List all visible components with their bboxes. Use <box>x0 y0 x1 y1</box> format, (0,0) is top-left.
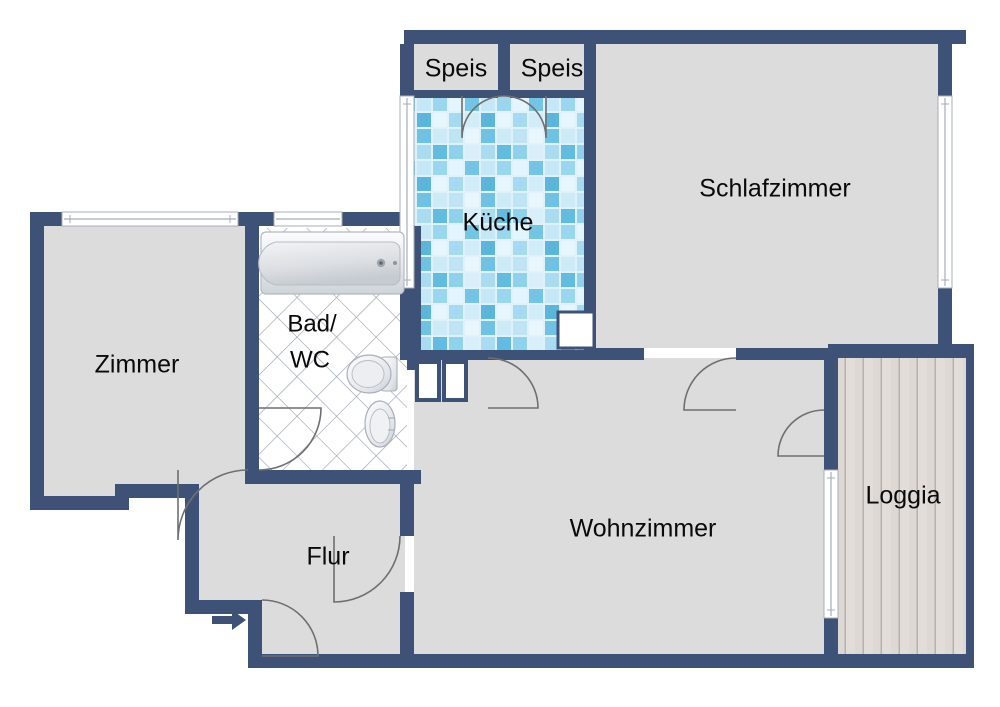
loggia-floor <box>838 358 966 654</box>
win-zimmer-north <box>61 211 239 227</box>
room-label-loggia: Loggia <box>865 482 940 510</box>
wall-flur-entry-v <box>248 600 262 664</box>
room-label-wohnzimmer: Wohnzimmer <box>570 515 717 543</box>
room-label-zimmer: Zimmer <box>95 351 180 379</box>
door-arcs <box>177 95 825 657</box>
win-schlaf-east <box>937 95 953 289</box>
shafts <box>415 310 596 402</box>
shaft-bad-east-a <box>415 360 441 402</box>
bathtub-icon <box>258 231 405 295</box>
wall-north-outer <box>404 30 966 44</box>
speis-1-floor <box>414 44 498 96</box>
door-wohnzimmer <box>333 535 401 603</box>
wall-flur-west <box>185 484 199 614</box>
wall-kueche-east <box>584 96 596 350</box>
wall-speis-divider <box>498 44 510 96</box>
wall-kueche-south <box>400 350 596 360</box>
room-label-speis-1: Speis <box>425 55 488 83</box>
door-schlaf <box>683 357 737 411</box>
toilet-icon <box>346 354 398 394</box>
wall-schlaf-south-b <box>736 348 838 360</box>
room-label-flur: Flur <box>306 543 349 571</box>
wall-kueche-west-top <box>400 44 414 96</box>
wall-speis-south-b <box>510 90 594 98</box>
door-speis-1 <box>461 95 505 139</box>
door-entry <box>261 599 319 657</box>
door-speis-2 <box>503 95 547 139</box>
wall-south-zimmer <box>30 496 129 510</box>
wall-schlaf-south-a <box>596 348 644 360</box>
kueche-floor <box>414 96 584 350</box>
win-bad-north <box>273 211 343 227</box>
wall-speis-east <box>584 44 596 98</box>
wall-east-schlaf-lower <box>938 288 952 358</box>
wall-bad-south <box>245 470 421 484</box>
wall-loggia-north <box>828 344 972 358</box>
wall-wohnzimmer-west-a <box>400 470 414 536</box>
room-label-kueche: Küche <box>463 209 534 237</box>
schlafzimmer-floor <box>596 44 938 348</box>
win-loggia-west <box>823 469 839 619</box>
walls <box>30 30 974 668</box>
wall-west-zimmer <box>30 212 44 510</box>
windows <box>61 95 953 619</box>
room-label-bad-wc-line1: Bad/ <box>287 310 337 337</box>
wall-flur-sw <box>185 600 248 614</box>
door-loggia <box>777 409 825 457</box>
door-zimmer <box>177 469 249 541</box>
wall-loggia-west-upper <box>824 358 838 470</box>
washbasin-icon <box>364 400 396 448</box>
wall-north-bad <box>340 212 408 226</box>
flur-floor <box>185 470 405 660</box>
wall-speis-south-a <box>414 90 498 98</box>
room-label-speis-2: Speis <box>521 55 584 83</box>
room-label-schlafzimmer: Schlafzimmer <box>699 175 850 203</box>
wall-bad-west <box>245 212 259 484</box>
entrance-arrow-icon <box>212 610 246 630</box>
door-bad <box>258 407 322 471</box>
room-label-bad-wc-line2: WC <box>290 346 330 373</box>
wohnzimmer-floor <box>414 358 828 660</box>
wall-loggia-south <box>828 654 974 668</box>
wall-wohnzimmer-west-b <box>400 592 414 662</box>
shaft-bad-east-b <box>442 360 468 402</box>
room-labels: Speis Speis Küche Schlafzimmer Zimmer Ba… <box>95 55 941 571</box>
wall-loggia-west-lower <box>824 618 838 658</box>
wall-east-schlaf-upper <box>938 30 952 96</box>
shaft-kueche-east <box>556 310 596 350</box>
speis-2-floor <box>510 44 594 96</box>
zimmer-floor <box>44 218 256 510</box>
wall-south-outer <box>248 654 828 668</box>
wall-loggia-east <box>966 344 974 668</box>
door-kueche <box>487 357 539 409</box>
bathroom-fixtures <box>258 231 405 448</box>
